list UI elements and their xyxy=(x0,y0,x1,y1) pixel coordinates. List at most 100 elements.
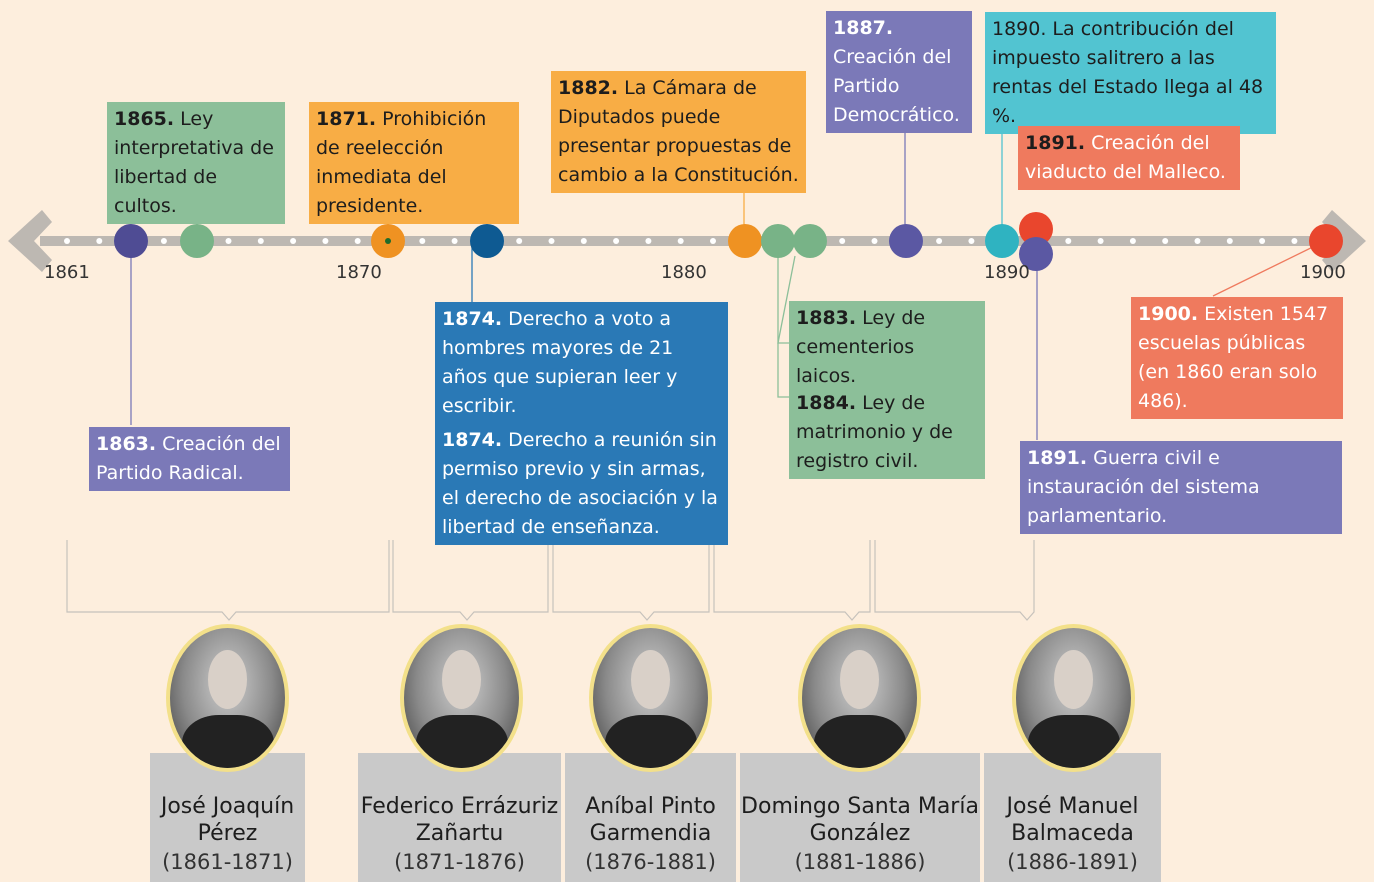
event-text: Prohibición de reelección inmediata del … xyxy=(316,108,487,217)
president-years: (1871-1876) xyxy=(394,850,525,874)
timeline-dot xyxy=(96,238,103,244)
event-text: Ley de matrimonio y de registro civil. xyxy=(796,392,953,472)
timeline-dot xyxy=(451,238,458,244)
marker-1890 xyxy=(985,224,1019,258)
event-1883: 1883. Ley de cementerios laicos. xyxy=(789,301,985,394)
timeline-dot xyxy=(839,238,846,244)
timeline-dot xyxy=(1226,238,1233,244)
event-text: La Cámara de Diputados puede presentar p… xyxy=(558,77,799,186)
event-text: Creación del Partido Radical. xyxy=(96,433,281,484)
event-year: 1863. xyxy=(96,433,157,455)
timeline-dot xyxy=(160,238,167,244)
portrait-errazuriz xyxy=(400,624,523,772)
timeline-dot xyxy=(354,238,361,244)
timeline-dot xyxy=(677,238,684,244)
period-brackets xyxy=(66,540,1035,621)
timeline-dot xyxy=(257,238,264,244)
event-1884: 1884. Ley de matrimonio y de registro ci… xyxy=(789,386,985,479)
event-year: 1891. xyxy=(1025,132,1086,154)
timeline-dot xyxy=(968,238,975,244)
president-years: (1861-1871) xyxy=(162,850,293,874)
president-card-perez: José Joaquín Pérez (1861-1871) xyxy=(150,753,305,882)
event-text: Existen 1547 escuelas públicas (en 1860 … xyxy=(1138,303,1329,412)
event-year: 1883. xyxy=(796,307,857,329)
event-1874-voto: 1874. Derecho a voto a hombres mayores d… xyxy=(435,302,728,424)
event-year: 1865. xyxy=(114,108,175,130)
event-text: Derecho a voto a hombres mayores de 21 a… xyxy=(442,308,678,417)
timeline-dot xyxy=(1097,238,1104,244)
marker-1863 xyxy=(114,224,148,258)
tick-1890: 1890 xyxy=(984,262,1030,283)
timeline-dot xyxy=(548,238,555,244)
marker-1865 xyxy=(180,224,214,258)
timeline-dot xyxy=(419,238,426,244)
timeline-dot xyxy=(322,238,329,244)
marker-1891a xyxy=(1019,212,1053,246)
timeline-dot xyxy=(516,238,523,244)
left-arrow-icon xyxy=(8,210,52,272)
event-markers xyxy=(114,212,1343,271)
tick-1870: 1870 xyxy=(336,262,382,283)
timeline-dot xyxy=(1162,238,1169,244)
marker-1891b xyxy=(1019,237,1053,271)
president-card-pinto: Aníbal Pinto Garmendia (1876-1881) xyxy=(565,753,736,882)
timeline-dot xyxy=(871,238,878,244)
president-card-errazuriz: Federico Errázuriz Zañartu (1871-1876) xyxy=(358,753,561,882)
timeline-dot xyxy=(64,238,70,244)
president-name: Aníbal Pinto Garmendia xyxy=(585,794,716,846)
president-name: Domingo Santa María González xyxy=(741,794,979,846)
marker-1874 xyxy=(470,224,504,258)
portrait-balmaceda xyxy=(1012,624,1135,772)
timeline-dot xyxy=(1065,238,1072,244)
president-name: José Manuel Balmaceda xyxy=(1006,794,1139,846)
event-text: Guerra civil e instauración del sistema … xyxy=(1027,447,1260,527)
event-text: Derecho a reunión sin permiso previo y s… xyxy=(442,429,718,538)
timeline-dot xyxy=(936,238,943,244)
event-year: 1887. xyxy=(833,17,894,39)
event-year: 1882. xyxy=(558,77,619,99)
event-text: Creación del Partido Democrático. xyxy=(833,46,960,126)
marker-1883 xyxy=(761,224,795,258)
president-years: (1876-1881) xyxy=(585,850,716,874)
event-text: Ley de cementerios laicos. xyxy=(796,307,926,387)
right-arrow-icon xyxy=(1322,210,1366,272)
event-1890: 1890. La contribución del impuesto salit… xyxy=(985,12,1276,134)
event-year: 1874. xyxy=(442,429,503,451)
timeline-dot xyxy=(613,238,620,244)
portrait-santa-maria xyxy=(798,624,921,772)
portrait-perez xyxy=(166,624,289,772)
marker-1900 xyxy=(1309,224,1343,258)
president-years: (1881-1886) xyxy=(794,850,926,874)
event-1874-reunion: 1874. Derecho a reunión sin permiso prev… xyxy=(435,423,728,545)
event-year: 1874. xyxy=(442,308,503,330)
timeline-arrow-bar xyxy=(8,210,1366,272)
event-1900: 1900. Existen 1547 escuelas públicas (en… xyxy=(1131,297,1343,419)
timeline-dot xyxy=(1259,238,1266,244)
event-year: 1900. xyxy=(1138,303,1199,325)
tick-1880: 1880 xyxy=(661,262,707,283)
event-year: 1871. xyxy=(316,108,377,130)
event-1865: 1865. Ley interpretativa de libertad de … xyxy=(107,102,285,224)
timeline-dot xyxy=(225,238,232,244)
marker-1882 xyxy=(728,224,762,258)
marker-1884 xyxy=(793,224,827,258)
timeline-dot xyxy=(645,238,652,244)
event-year: 1891. xyxy=(1027,447,1088,469)
president-years: (1886-1891) xyxy=(1007,850,1138,874)
timeline-dot xyxy=(1129,238,1136,244)
tick-1900: 1900 xyxy=(1300,262,1346,283)
event-1863: 1863. Creación del Partido Radical. xyxy=(89,427,290,491)
event-1871: 1871. Prohibición de reelección inmediat… xyxy=(309,102,519,224)
timeline-dot xyxy=(580,238,587,244)
president-card-santa-maria: Domingo Santa María González (1881-1886) xyxy=(740,753,980,882)
event-1882: 1882. La Cámara de Diputados puede prese… xyxy=(551,71,806,193)
timeline-dot xyxy=(290,238,297,244)
event-1891-malleco: 1891. Creación del viaducto del Malleco. xyxy=(1018,126,1240,190)
timeline-dot xyxy=(1291,238,1298,244)
event-1891-guerra: 1891. Guerra civil e instauración del si… xyxy=(1020,441,1342,534)
event-text: Creación del viaducto del Malleco. xyxy=(1025,132,1226,183)
marker-1887 xyxy=(889,224,923,258)
president-card-balmaceda: José Manuel Balmaceda (1886-1891) xyxy=(984,753,1161,882)
tick-1861: 1861 xyxy=(44,262,90,283)
